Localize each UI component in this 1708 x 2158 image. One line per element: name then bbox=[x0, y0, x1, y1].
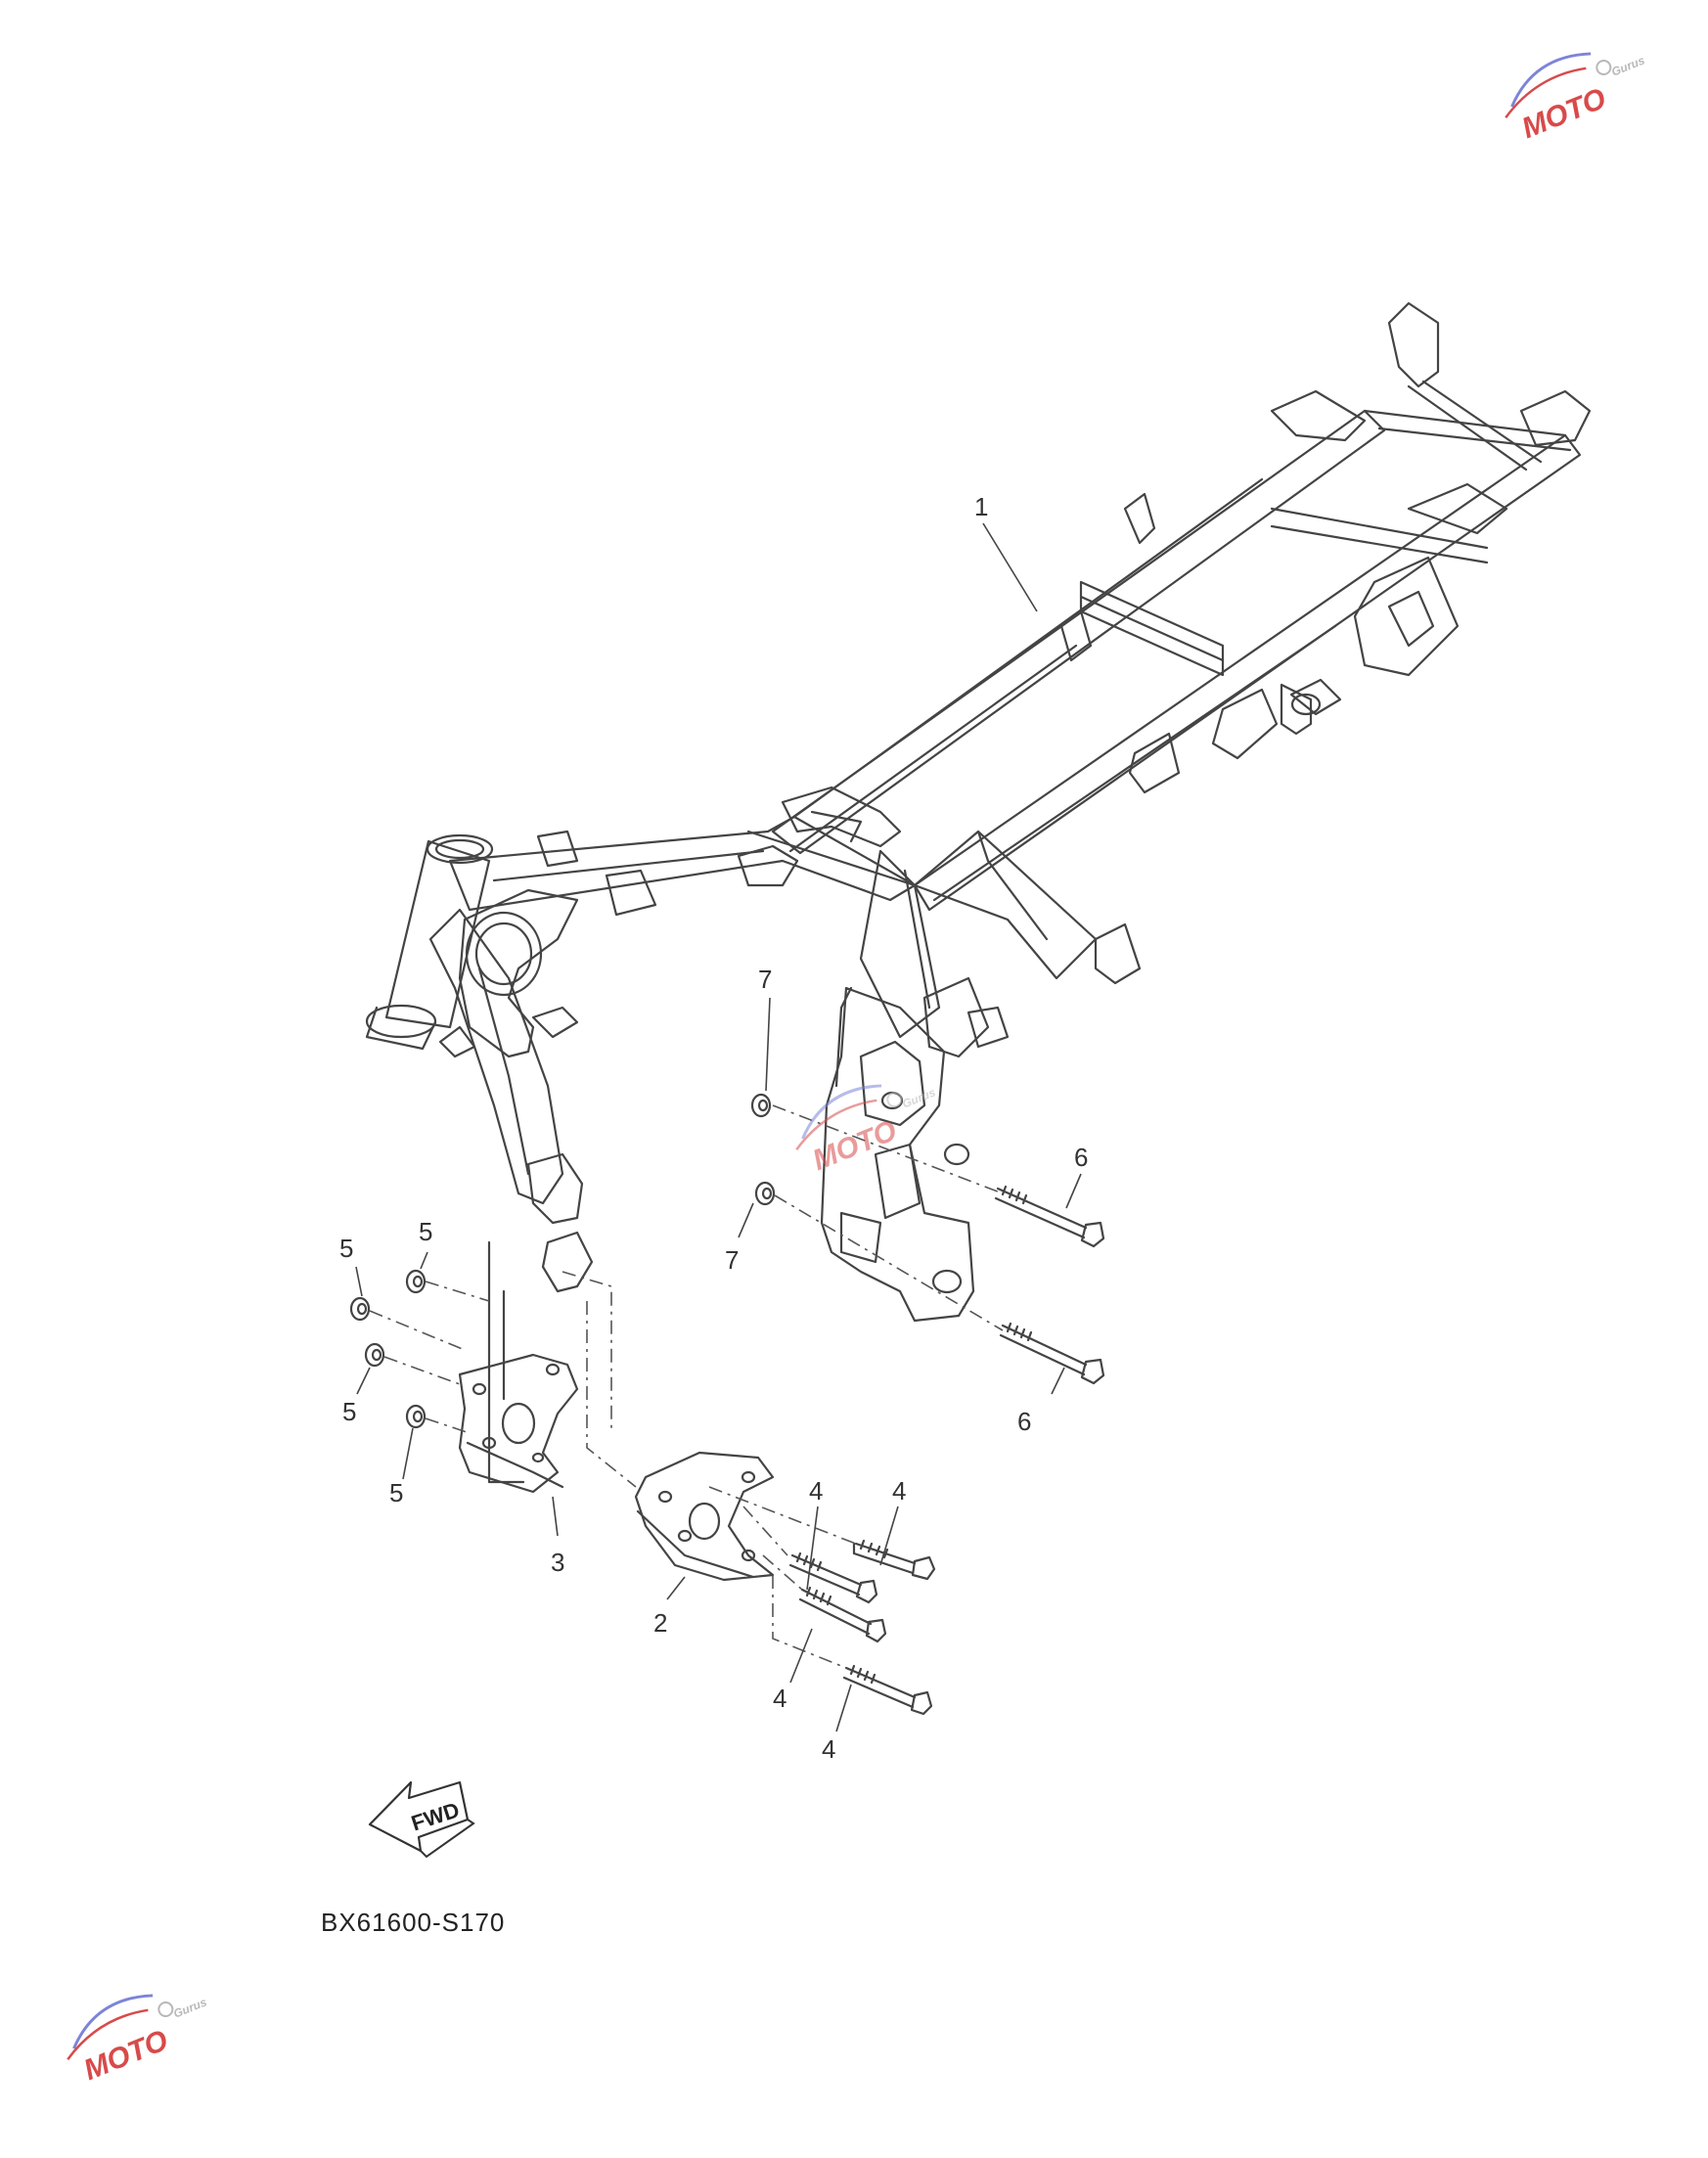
callout-1: 1 bbox=[974, 492, 988, 521]
engine-bracket-3 bbox=[458, 1240, 579, 1494]
watermark-logo-top: MOTO Gurus bbox=[1505, 52, 1647, 145]
engine-bracket-2 bbox=[634, 1451, 775, 1582]
callouts: 1 2 3 4 4 4 4 5 5 5 5 6 6 7 7 bbox=[339, 492, 1088, 1764]
watermark-sub: Gurus bbox=[1609, 53, 1646, 78]
main-frame bbox=[365, 301, 1592, 1323]
callout-7b: 7 bbox=[725, 1245, 739, 1275]
callout-6a: 6 bbox=[1074, 1143, 1088, 1172]
callout-5c: 5 bbox=[342, 1397, 356, 1426]
washer-7-group bbox=[750, 1093, 776, 1206]
callout-7a: 7 bbox=[758, 965, 772, 994]
callout-5d: 5 bbox=[389, 1478, 403, 1507]
leader-lines bbox=[355, 522, 1082, 1732]
callout-6b: 6 bbox=[1017, 1407, 1031, 1436]
callout-5b: 5 bbox=[339, 1234, 353, 1263]
fwd-arrow: FWD bbox=[368, 1780, 475, 1859]
watermark-logo-bottom: MOTO Gurus bbox=[67, 1994, 209, 2087]
callout-4a: 4 bbox=[809, 1476, 823, 1506]
bolt-6-group bbox=[994, 1185, 1105, 1385]
callout-2: 2 bbox=[653, 1608, 667, 1638]
watermark-sub-center: Gurus bbox=[900, 1085, 937, 1110]
diagram-code: BX61600-S170 bbox=[321, 1908, 506, 1937]
assembly-lines bbox=[369, 1104, 1004, 1669]
callout-4d: 4 bbox=[822, 1734, 835, 1764]
callout-4b: 4 bbox=[892, 1476, 906, 1506]
washer-5-group bbox=[349, 1269, 427, 1429]
callout-3: 3 bbox=[551, 1548, 564, 1577]
watermark-sub-bottom: Gurus bbox=[171, 1995, 208, 2020]
callout-5a: 5 bbox=[419, 1217, 432, 1246]
bolt-4-group bbox=[788, 1539, 936, 1716]
callout-4c: 4 bbox=[773, 1684, 787, 1713]
